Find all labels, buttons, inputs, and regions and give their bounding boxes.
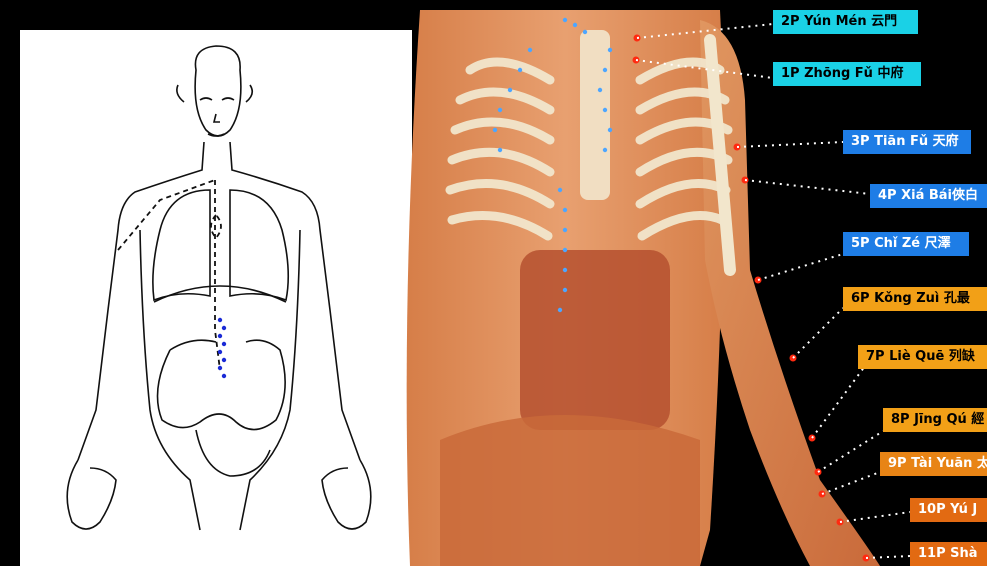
acupoint-label-11p: 11P Shà bbox=[910, 542, 987, 566]
acupoint-label-7p: 7P Liè Quē 列缺 bbox=[858, 345, 987, 369]
acupoint-label-6p: 6P Kǒng Zuì 孔最 bbox=[843, 287, 987, 311]
meridian-dots-left bbox=[218, 318, 226, 378]
acupoint-label-1p: 1P Zhōng Fǔ 中府 bbox=[773, 62, 921, 86]
line-art-figure bbox=[20, 30, 412, 566]
line-art-figure-panel bbox=[20, 30, 412, 566]
acupoint-label-4p: 4P Xiá Bái俠白 bbox=[870, 184, 987, 208]
acupoint-label-10p: 10P Yú J bbox=[910, 498, 987, 522]
acupoint-label-9p: 9P Tài Yuān 太 bbox=[880, 452, 987, 476]
acupoint-label-2p: 2P Yún Mén 云門 bbox=[773, 10, 918, 34]
acupoint-label-3p: 3P Tiān Fǔ 天府 bbox=[843, 130, 971, 154]
acupoint-label-8p: 8P Jīng Qú 經 bbox=[883, 408, 987, 432]
acupoint-label-5p: 5P Chǐ Zé 尺澤 bbox=[843, 232, 969, 256]
